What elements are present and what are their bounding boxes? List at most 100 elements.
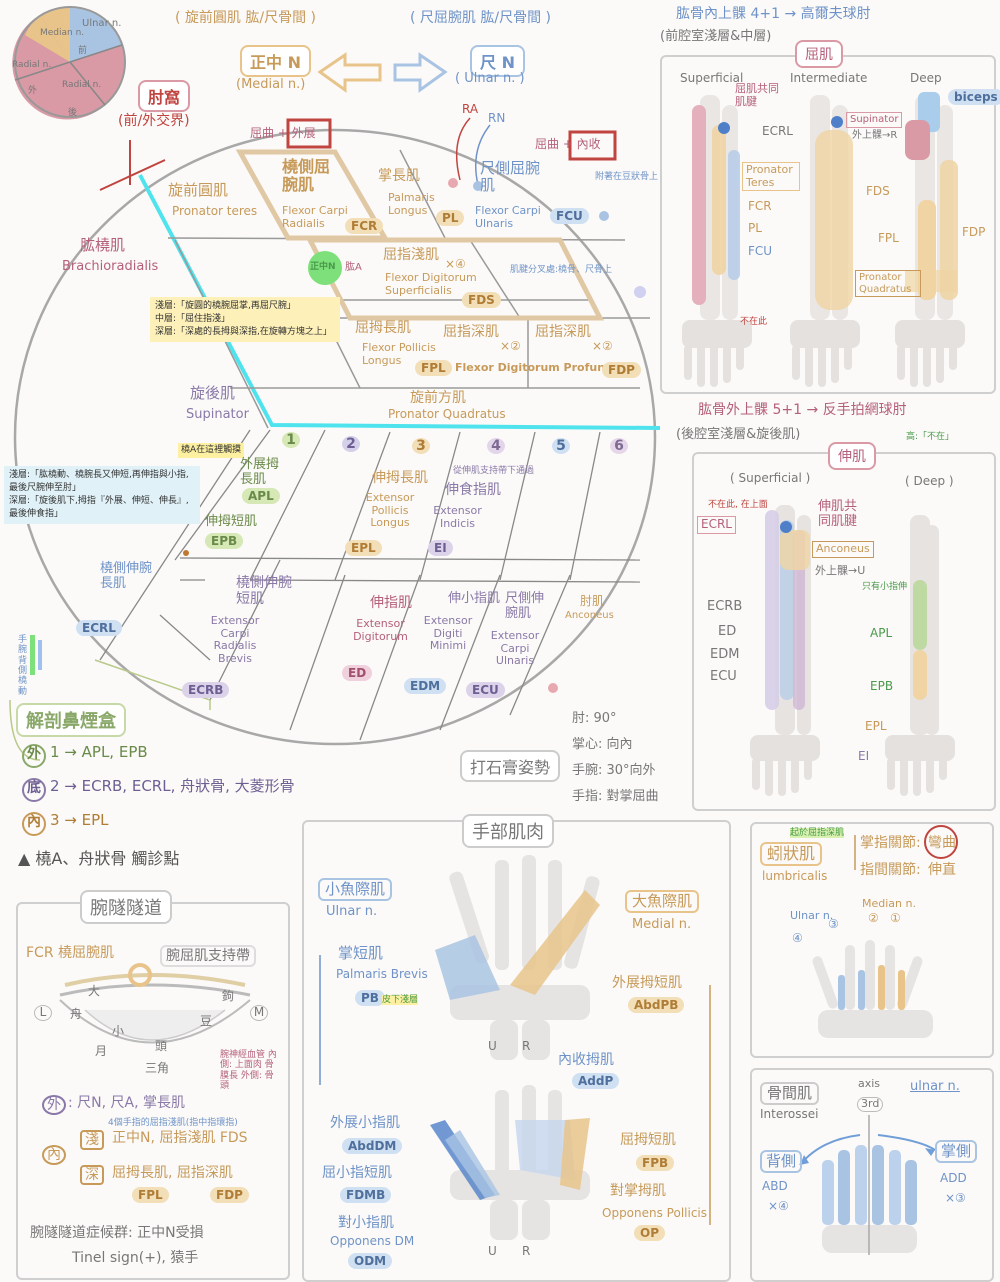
lumbrical-3: ③ <box>828 917 839 931</box>
radial-artery-highlight: 橈A在這裡觸摸 <box>178 443 245 459</box>
edm-cn: 伸小指肌 <box>448 591 501 606</box>
radial-nerve-label: RN <box>488 111 506 125</box>
flexor-adduction-label: 屈曲 + 內收 <box>535 137 601 151</box>
sup-cn: 旋後肌 <box>190 384 236 402</box>
common-extensor-tendon: 伸肌共同肌腱 <box>818 499 858 529</box>
abdpb-cn: 外展拇短肌 <box>612 975 682 991</box>
flexor-abduction-label: 屈曲 + 外展 <box>250 126 316 140</box>
anconeus-cn: 肘肌 <box>580 594 605 608</box>
median-nerve-en: (Medial n.) <box>236 77 306 92</box>
extensor-edm: EDM <box>710 647 740 662</box>
pl-abbr: PL <box>436 210 465 226</box>
interossei-palmar: 掌側 <box>935 1140 978 1164</box>
compartment-4: 4 <box>487 438 505 455</box>
carpal-tunnel-retinaculum: 腕屈肌支持帶 <box>160 945 256 968</box>
lumbricals-median: Median n. <box>862 897 916 910</box>
flexor-pl: PL <box>748 221 762 235</box>
cast-position-wrist: 手腕: 30°向外 <box>572 763 656 778</box>
sup-en: Supinator <box>186 407 249 422</box>
compartment-3: 3 <box>412 438 430 455</box>
compartment-5: 5 <box>552 438 570 455</box>
pq-cn: 旋前方肌 <box>410 390 466 406</box>
pl-en: Palmaris Longus <box>388 191 435 217</box>
lumbricals-illustration <box>812 940 933 1038</box>
pb-cn: 掌短肌 <box>338 944 384 962</box>
fds-en: Flexor Digitorum Superficialis <box>385 271 477 297</box>
nerve-legend-circle <box>12 6 126 120</box>
tunnel-fds-note: 4個手指的屈指淺肌(指中指環指) <box>108 1118 238 1128</box>
ecrl-cn: 橈側伸腕長肌 <box>100 561 153 591</box>
extensor-anconeus: Anconeus <box>812 541 874 558</box>
extensor-deep-epl: EPL <box>865 719 887 733</box>
cast-position-palm: 掌心: 向內 <box>572 737 633 752</box>
fdmb-cn: 屈小指短肌 <box>322 1165 392 1181</box>
hand-ulna-upper: U <box>488 1039 497 1053</box>
extensor-lateral-epicondyle: 外上髁→U <box>815 564 866 577</box>
fcu-pisiform-note: 附著在豆狀骨上 <box>595 172 659 182</box>
op-en: Opponens Pollicis <box>602 1206 708 1220</box>
extensor-green-note: 高:「不在」 <box>906 432 955 442</box>
fdmb-abbr: FDMB <box>340 1187 392 1203</box>
extensor-deep: ( Deep ) <box>905 474 954 488</box>
fdp-abbr: FDP <box>602 362 641 378</box>
lumbricals-ip-value: 伸直 <box>928 862 956 878</box>
pt-origin-label: ( 旋前圓肌 肱/尺骨間 ) <box>175 10 316 26</box>
flexor-intermediate: Intermediate <box>790 71 868 85</box>
flexor-fds: FDS <box>866 184 890 198</box>
epl-abbr: EPL <box>345 540 382 556</box>
carpal-capitate: 頭 <box>155 1039 168 1053</box>
extensor-deep-ei: EI <box>858 749 870 763</box>
layer-note-middle: 中層:「屈住指淺」 <box>155 314 231 325</box>
front-layer-note: 淺層:「旋圓的橈腕屈掌,再屈尺腕」 中層:「屈住指淺」 深層:「深處的長拇與深指… <box>150 297 340 343</box>
pt-cn: 旋前圓肌 <box>168 181 229 199</box>
interossei-axis: axis <box>858 1077 881 1090</box>
hypothenar-title: 小魚際肌 <box>318 878 393 902</box>
pb-en: Palmaris Brevis <box>336 967 428 981</box>
compartment-1: 1 <box>282 432 300 449</box>
epb-cn: 伸拇短肌 <box>205 514 258 529</box>
extensor-superficial: ( Superficial ) <box>730 471 811 485</box>
flexor-panel-title: 肱骨內上髁 4+1 → 高爾夫球肘 <box>676 6 871 22</box>
ed-cn: 伸指肌 <box>370 595 412 611</box>
addp-cn: 內收拇肌 <box>558 1052 614 1068</box>
carpal-lateral-mark: L <box>34 1005 52 1021</box>
radial-artery-label: RA <box>462 102 479 116</box>
anconeus-en: Anconeus <box>565 610 614 621</box>
abdpb-abbr: AbdPB <box>628 997 685 1013</box>
fds-cn: 屈指淺肌 <box>383 247 439 263</box>
tunnel-outer-circle: 外 <box>42 1095 66 1116</box>
lumbricals-ulnar: Ulnar n. <box>790 909 834 922</box>
snuffbox-title: 解剖鼻煙盒 <box>16 703 126 737</box>
cast-position-title: 打石膏姿勢 <box>460 750 561 782</box>
ulnar-nerve-en: ( Ulnar n. ) <box>455 71 525 86</box>
interossei-dorsal: 背側 <box>760 1150 803 1174</box>
carpal-hamate: 鉤 <box>222 989 235 1003</box>
interossei-cn: 骨間肌 <box>760 1082 820 1106</box>
snuffbox-row2-circle: 底 <box>22 778 46 802</box>
fcr-cn: 橈側屈腕肌 <box>282 157 331 195</box>
op-abbr: OP <box>634 1225 665 1241</box>
extensor-panel-subtitle: (後腔室淺層&旋後肌) <box>676 427 801 442</box>
fpl-cn: 屈拇長肌 <box>355 320 411 336</box>
abddm-cn: 外展小指肌 <box>330 1115 400 1131</box>
flexor-ecrl: ECRL <box>762 124 793 138</box>
back-layer-note: 淺層:「肱橈動、橈腕長又伸短,再伸指與小指,最後尺腕伸至肘」 深層:「旋後肌下,… <box>4 466 200 525</box>
edm-abbr: EDM <box>404 678 447 694</box>
brachial-artery-label: 肱A <box>345 262 362 273</box>
back-note-superficial: 淺層:「肱橈動、橈腕長又伸短,再伸指與小指,最後尺腕伸至肘」 <box>9 470 189 494</box>
tunnel-outer: : 尺N, 尺A, 掌長肌 <box>68 1095 186 1111</box>
fdp-en: Flexor Digitorum Profundus <box>455 361 628 374</box>
br-en: Brachioradialis <box>62 259 159 274</box>
lumbricals-en: lumbricalis <box>762 869 828 883</box>
interossei-abd: ABD <box>762 1179 788 1193</box>
pt-en: Pronator teres <box>172 204 258 218</box>
flexor-tag: 屈肌 <box>795 40 843 68</box>
tunnel-syndrome-1: 腕隧隧道症候群: 正中N受損 <box>30 1225 204 1241</box>
extensor-deep-epb: EPB <box>870 679 894 693</box>
epl-cn: 伸拇長肌 <box>372 470 428 486</box>
interossei-abd-count: ×④ <box>768 1199 789 1213</box>
back-note-deep: 深層:「旋後肌下,拇指『外展、伸短、伸長』,最後伸食指」 <box>9 496 189 520</box>
fcr-en: Flexor Carpi Radialis <box>282 204 348 230</box>
edm-en: Extensor Digiti Minimi <box>423 614 473 653</box>
